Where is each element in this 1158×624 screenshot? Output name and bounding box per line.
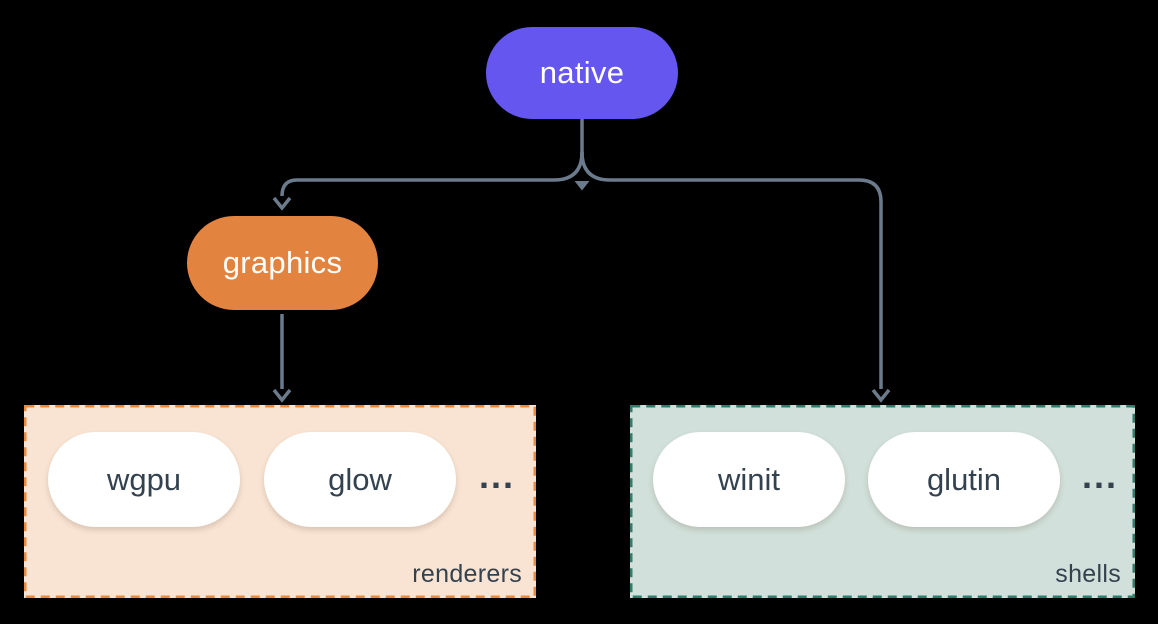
glow-node: glow <box>264 432 456 527</box>
graphics-node: graphics <box>187 216 378 310</box>
arrowhead-renderers <box>272 388 292 403</box>
renderers-group-label: renderers <box>412 560 522 588</box>
renderers-ellipsis: ... <box>479 455 516 496</box>
winit-node: winit <box>653 432 845 527</box>
connector-branch-right <box>580 151 883 389</box>
connector-junction-nub <box>574 181 590 191</box>
wgpu-node: wgpu <box>48 432 240 527</box>
glutin-node: glutin <box>868 432 1060 527</box>
native-node: native <box>486 27 678 119</box>
renderers-group: wgpu glow ... renderers <box>24 405 536 598</box>
arrowhead-shells <box>871 388 891 403</box>
shells-group-label: shells <box>1055 560 1121 588</box>
connector-branch-left <box>280 151 584 197</box>
shells-group: winit glutin ... shells <box>630 405 1135 598</box>
shells-ellipsis: ... <box>1082 455 1119 496</box>
arrowhead-graphics <box>272 196 292 211</box>
